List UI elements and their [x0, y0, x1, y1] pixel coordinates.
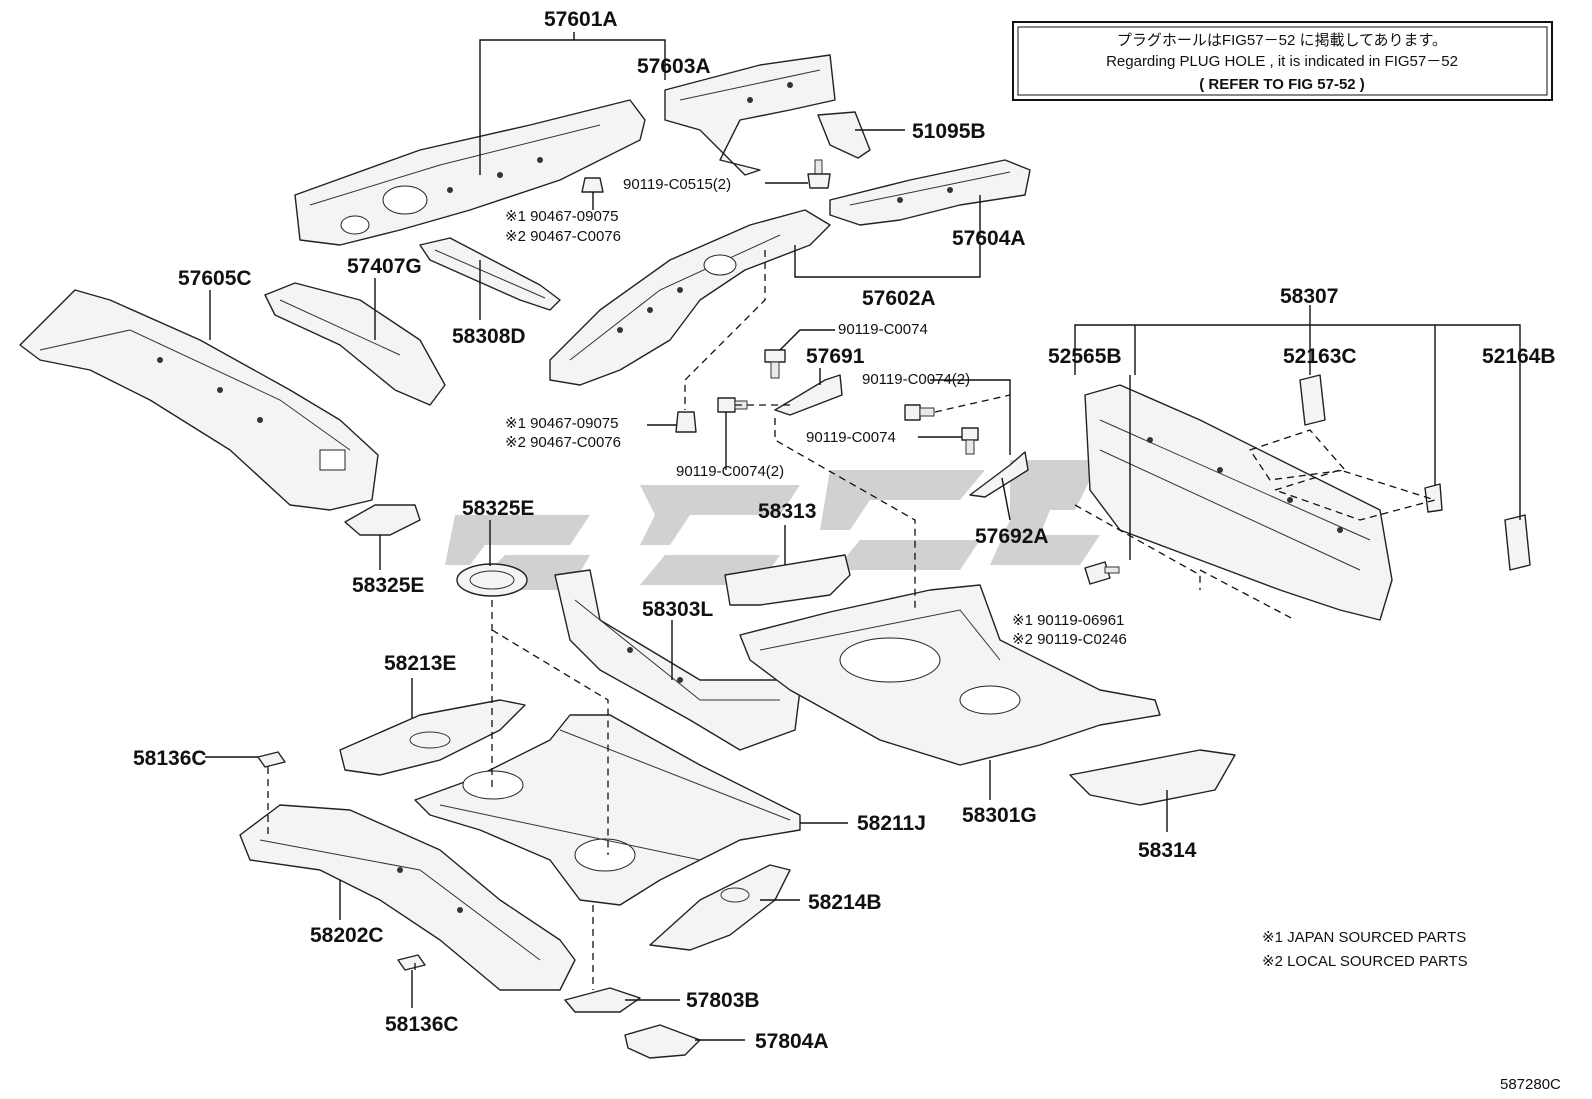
label-57603A: 57603A — [637, 55, 711, 78]
legend-note-1: ※1 JAPAN SOURCED PARTS — [1262, 929, 1466, 946]
label-90119-C0074-2-right: 90119-C0074(2) — [862, 371, 970, 388]
part-57407G-member — [264, 282, 446, 406]
label-58214B: 58214B — [808, 891, 882, 914]
part-58308D-reinforcement — [419, 237, 561, 311]
clip-90467-upper — [581, 177, 604, 193]
dashed-guide-lines — [267, 250, 1438, 990]
label-90467-C0076-upper: ※2 90467-C0076 — [505, 228, 621, 245]
part-57602A-member — [549, 209, 831, 386]
part-58303L-crossmember — [554, 569, 801, 751]
label-58314: 58314 — [1138, 839, 1197, 862]
part-57605C-member — [19, 289, 379, 511]
bolt-90119-C0074-right — [904, 404, 935, 421]
part-57603A-bracket — [664, 54, 836, 176]
label-57804A: 57804A — [755, 1030, 829, 1053]
label-58202C: 58202C — [310, 924, 384, 947]
clip-rear-panel — [1424, 483, 1443, 513]
label-58136C-upper: 58136C — [133, 747, 207, 770]
part-52164B-bracket — [1504, 514, 1531, 571]
part-58307-rearpanel — [1084, 384, 1393, 621]
notice-box: プラグホールはFIG57－52 に掲載してあります。 Regarding PLU… — [1012, 21, 1553, 101]
label-57604A: 57604A — [952, 227, 1026, 250]
notice-line-3: ( REFER TO FIG 57-52 ) — [1199, 76, 1365, 93]
part-58325E-pad-left — [344, 504, 421, 536]
label-58211J: 58211J — [857, 812, 926, 835]
label-58213E: 58213E — [384, 652, 456, 675]
bolt-90119-06961 — [1084, 561, 1120, 585]
part-57692A-bracket — [969, 451, 1029, 498]
label-90119-C0074-2-left: 90119-C0074(2) — [676, 463, 784, 480]
bolt-90119-C0515 — [807, 159, 831, 189]
label-51095B: 51095B — [912, 120, 986, 143]
sourcing-legend: ※1 JAPAN SOURCED PARTS ※2 LOCAL SOURCED … — [1262, 929, 1468, 970]
label-57692A: 57692A — [975, 525, 1049, 548]
part-58136C-upper — [257, 751, 286, 768]
label-58301G: 58301G — [962, 804, 1037, 827]
part-58213E-panel — [339, 699, 526, 776]
label-52163C: 52163C — [1283, 345, 1357, 368]
bolt-90119-C0074-top — [764, 349, 786, 379]
label-58313: 58313 — [758, 500, 816, 523]
leader-lines — [205, 32, 1521, 1041]
label-90467-09075-upper: ※1 90467-09075 — [505, 208, 619, 225]
bolt-90119-C0074-left — [717, 397, 748, 413]
part-57601A-member — [294, 99, 646, 246]
part-57804A-plate — [624, 1024, 701, 1059]
part-58301G-floorpan — [739, 584, 1161, 766]
label-90119-C0515: 90119-C0515(2) — [623, 176, 731, 193]
label-58303L: 58303L — [642, 598, 713, 621]
label-57605C: 57605C — [178, 267, 252, 290]
legend-note-2: ※2 LOCAL SOURCED PARTS — [1262, 953, 1468, 970]
label-57407G: 57407G — [347, 255, 422, 278]
label-90467-C0076-lower: ※2 90467-C0076 — [505, 434, 621, 451]
label-52164B: 52164B — [1482, 345, 1556, 368]
label-57691: 57691 — [806, 345, 865, 368]
label-57601A: 57601A — [544, 8, 618, 31]
label-58307: 58307 — [1280, 285, 1338, 308]
clip-90467-lower — [675, 411, 697, 433]
notice-line-2: Regarding PLUG HOLE , it is indicated in… — [1106, 53, 1458, 70]
part-58313-panel — [724, 554, 851, 606]
label-58136C-lower: 58136C — [385, 1013, 459, 1036]
part-57604A-member — [829, 159, 1031, 226]
label-90119-C0246: ※2 90119-C0246 — [1012, 631, 1127, 648]
label-57602A: 57602A — [862, 287, 936, 310]
figure-id: 587280C — [1500, 1076, 1561, 1093]
part-51095B-plate — [817, 111, 871, 159]
part-58325E-pad-center — [456, 563, 528, 597]
label-90119-C0074-top: 90119-C0074 — [838, 321, 928, 338]
part-58136C-lower — [397, 954, 426, 971]
part-58314-panel — [1069, 749, 1236, 806]
part-58214B-panel — [649, 864, 791, 951]
part-58202C-member — [239, 804, 576, 991]
part-52163C-bracket — [1299, 374, 1326, 426]
notice-line-1: プラグホールはFIG57－52 に掲載してあります。 — [1117, 32, 1447, 49]
label-58325E-center: 58325E — [462, 497, 534, 520]
label-90119-C0074-mid: 90119-C0074 — [806, 429, 896, 446]
part-57691-bracket — [774, 374, 843, 416]
label-58325E-left: 58325E — [352, 574, 424, 597]
label-58308D: 58308D — [452, 325, 526, 348]
part-57803B-plate — [564, 987, 641, 1013]
part-labels: 57601A 57603A 51095B 90119-C0515(2) ※1 9… — [133, 8, 1556, 1053]
bolt-90119-C0074-mid — [961, 427, 979, 455]
label-90467-09075-lower: ※1 90467-09075 — [505, 415, 619, 432]
label-90119-06961: ※1 90119-06961 — [1012, 612, 1124, 629]
label-52565B: 52565B — [1048, 345, 1122, 368]
label-57803B: 57803B — [686, 989, 760, 1012]
